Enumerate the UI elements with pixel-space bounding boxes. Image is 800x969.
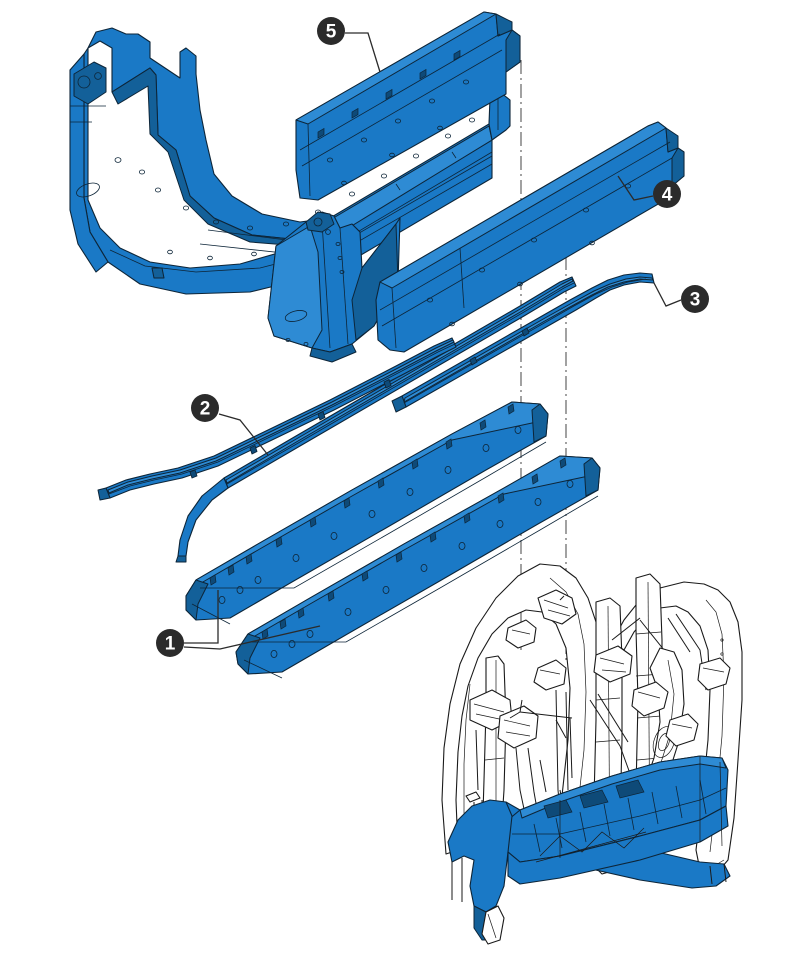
part-outer-body-side-sill-panel[interactable]: [295, 11, 521, 201]
callout-4[interactable]: 4: [653, 180, 681, 208]
assembly-body-frame[interactable]: [441, 563, 743, 945]
part-roof-side-rail-curved-tube[interactable]: [391, 272, 655, 413]
callout-1[interactable]: 1: [156, 629, 184, 657]
leader-1b: [183, 625, 321, 650]
callout-3-circle[interactable]: [681, 285, 709, 313]
part-b-pillar-bracket[interactable]: [267, 211, 401, 363]
leader-1a: [184, 590, 219, 644]
leader-2: [218, 413, 269, 456]
part-reinforcement-beam-upper[interactable]: [185, 401, 549, 625]
callout-5-circle[interactable]: [317, 17, 345, 45]
part-upper-side-rail-thin[interactable]: [97, 276, 577, 563]
callout-3[interactable]: 3: [681, 285, 709, 313]
part-reinforcement-beam-lower[interactable]: [235, 455, 601, 679]
centerlines-group: [520, 60, 567, 660]
leader-lines-group: [183, 32, 682, 650]
leader-3: [653, 282, 682, 307]
leader-5: [345, 32, 381, 73]
callout-4-circle[interactable]: [653, 180, 681, 208]
leader-4: [617, 175, 654, 201]
callout-2-circle[interactable]: [191, 394, 219, 422]
part-outer-rocker-panel-upper[interactable]: [375, 121, 685, 353]
callout-2[interactable]: 2: [191, 394, 219, 422]
callout-5[interactable]: 5: [317, 17, 345, 45]
callout-1-circle[interactable]: [156, 629, 184, 657]
